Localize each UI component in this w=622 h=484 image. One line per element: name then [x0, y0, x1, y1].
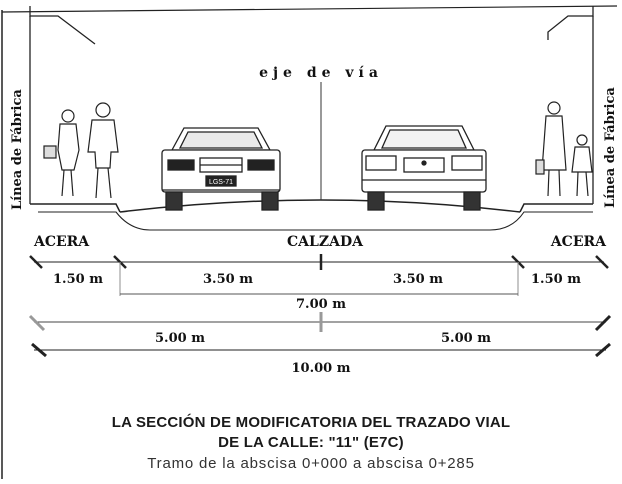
caption-subtitle: Tramo de la abscisa 0+000 a abscisa 0+28…: [147, 455, 475, 472]
dim-roadway-total: 7.00 m: [296, 297, 346, 312]
pedestrian-mother-icon: [535, 101, 567, 197]
dimension-row-1: [29, 254, 609, 296]
road-profile: [30, 199, 593, 231]
license-plate: LGS-71: [209, 179, 233, 186]
building-left: [29, 6, 96, 204]
dim-half-right: 5.00 m: [441, 331, 491, 346]
zone-label-sidewalk-left: ACERA: [33, 234, 90, 250]
dimension-row-3: [28, 312, 612, 332]
building-right: [547, 6, 594, 204]
pedestrian-woman-icon: [43, 109, 80, 197]
pedestrian-man-icon: [87, 102, 119, 199]
dimension-row-4: [31, 342, 611, 358]
dim-sidewalk-right: 1.50 m: [531, 272, 581, 287]
facade-label-right: Línea de Fábrica: [603, 87, 618, 208]
car-rear-icon: [361, 125, 487, 211]
dim-lane-right: 3.50 m: [393, 272, 443, 287]
caption-title-line-1: LA SECCIÓN DE MODIFICATORIA DEL TRAZADO …: [111, 414, 511, 431]
dim-total-width: 10.00 m: [292, 361, 351, 376]
pedestrian-child-icon: [571, 134, 593, 197]
road-axis-label: eje de vía: [259, 65, 383, 81]
zone-label-sidewalk-right: ACERA: [550, 234, 607, 250]
facade-label-left: Línea de Fábrica: [10, 89, 25, 210]
dim-lane-left: 3.50 m: [203, 272, 253, 287]
car-front-icon: LGS-71: [161, 127, 281, 211]
caption-title-line-2: DE LA CALLE: "11" (E7C): [218, 434, 404, 451]
diagram-frame: [1, 5, 618, 479]
dim-half-left: 5.00 m: [155, 331, 205, 346]
zone-label-roadway: CALZADA: [287, 234, 364, 250]
dim-sidewalk-left: 1.50 m: [53, 272, 103, 287]
